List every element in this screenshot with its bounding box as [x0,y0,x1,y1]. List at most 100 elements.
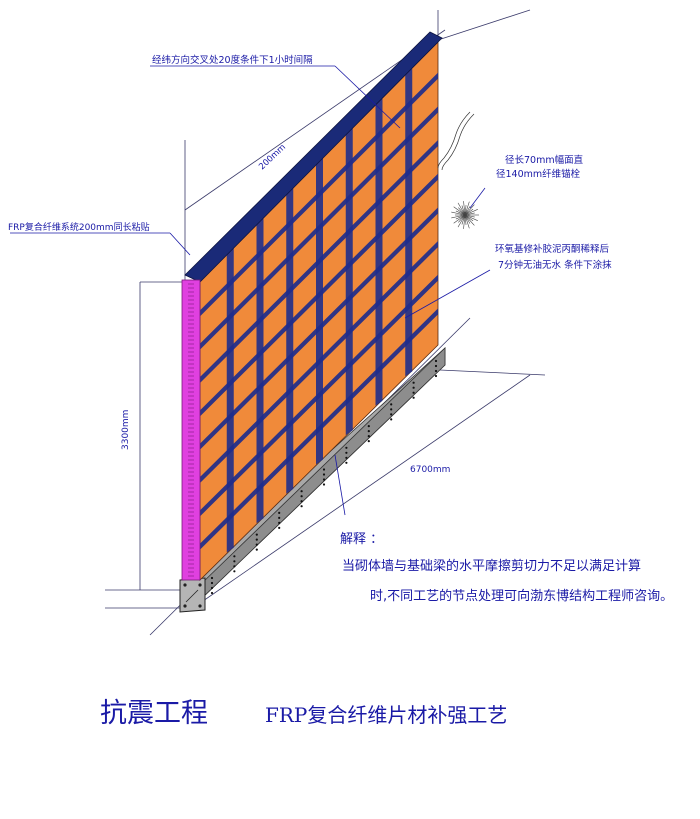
horizontal-frp-strip [200,241,438,483]
anchor-bolt-dot [300,500,303,503]
anchor-bolt-dot [434,364,438,368]
fiber-strand [461,214,466,225]
weave-cross-label: 经纬方向交叉处20度条件下1小时间隔 [152,54,313,66]
fiber-strand [464,214,467,225]
anchor-bolt-dot [345,451,348,454]
anchor-bolt-dot [210,576,214,580]
fiber-strand [464,214,475,218]
anchor-bolt-dot [390,418,393,421]
horizontal-frp-strip [200,308,438,550]
leader-lines [10,65,491,516]
fiber-strand [464,205,467,216]
anchor-fiber-burst-icon [451,201,479,229]
anchor-bolt-dot [255,538,258,541]
anchor-bolt-dot [233,565,236,568]
anchor-bolt-dot [300,490,303,493]
anchor-bolt-dot [412,381,415,384]
beam-end-rebar [183,583,202,608]
fiber-strand [464,214,475,226]
anchor-bolt-dot [278,511,281,514]
fiber-strand [464,208,474,216]
fiber-strand [464,214,478,221]
anchor-bolt-dot [278,521,281,525]
anchor-bolt-dot [390,408,393,411]
fiber-strand [464,212,475,216]
wall-end-face [181,279,201,581]
fiber-strand [463,201,466,216]
fiber-strand [464,214,470,229]
anchor-bolt-dot [434,359,438,363]
anchor-bolt-dot [345,446,348,449]
anchor-bolt-dot [390,403,393,406]
fiber-strand [455,214,466,220]
fiber-strand [464,214,474,222]
fiber-strand [458,214,466,223]
fiber-strand [464,204,475,216]
vertical-frp-strips [226,68,413,553]
fiber-strand [451,211,466,216]
horizontal-frp-strip [200,106,438,350]
epoxy-spec-line2: 7分钟无油无水 条件下涂抹 [498,259,612,271]
anchor-bolt-dot [367,425,370,428]
fiber-strand [458,207,466,216]
height-dimension: 3300mm [121,410,131,450]
note-line1: 当砌体墙与基础梁的水平摩擦剪切力不足以满足计算 [342,558,641,574]
horizontal-frp-strip [200,140,438,383]
fiber-strand [464,214,471,224]
vertical-frp-strip [316,158,323,465]
anchor-bolt-dot [233,570,236,573]
anchor-bolt-dot [345,456,348,459]
drawing-subtitle: FRP复合纤维片材补强工艺 [265,703,507,727]
horizontal-frp-strip [200,173,438,417]
horizontal-frp-strips [200,72,438,550]
fiber-strand [464,209,478,216]
anchor-bolt-dot [412,391,415,394]
fiber-strand [455,210,466,216]
anchor-bolt-dot [255,548,258,551]
anchor-bolt-dot [367,435,370,438]
anchor-bolt-dot [322,468,326,471]
frp-system-label: FRP复合纤维系统200mm同长粘贴 [8,221,150,233]
fiber-strand [453,206,466,216]
fiber-strand [453,214,466,224]
horizontal-frp-strip [200,207,438,450]
vertical-frp-strip [286,187,294,494]
anchor-bolt-dot [412,386,415,389]
note-heading: 解释 ： [340,532,383,547]
anchor-bolt-dot [233,555,236,558]
anchor-spec-line2: 径140mm纤维锚栓 [496,168,581,180]
fiber-strand [457,214,466,228]
anchor-bolt-dot [345,461,348,464]
foundation-beam [179,347,446,613]
fiber-strand [464,201,470,216]
anchor-bolt-dot [255,533,258,536]
vertical-frp-strip [375,98,383,406]
anchor-bolt-dot [390,413,393,416]
anchor-bolt-dot [210,581,214,585]
anchor-bolt-dot [233,560,236,563]
anchor-bolt-dot [367,440,370,443]
anchor-bolt-dot [322,483,326,486]
anchor-bolt-dot [322,473,326,476]
epoxy-spec-line1: 环氧基修补胶泥丙酮稀释后 [495,243,610,255]
vertical-frp-strip [226,247,234,553]
anchor-bolt-dot [367,430,370,433]
anchor-bolt-dot [255,543,258,546]
note-line2: 时,不同工艺的节点处理可向渤东博结构工程师咨询。 [370,588,673,604]
wall-end-tick-marks [188,283,194,577]
base-anchor-bolts [210,359,438,595]
vertical-frp-strip [405,68,413,377]
vertical-frp-strip [256,217,264,524]
vertical-frp-strip [345,128,353,436]
fiber-strand [461,205,466,216]
anchor-bolt-dot [300,495,303,498]
fiber-strand [464,206,471,216]
drawing-title: 抗震工程 [100,698,208,729]
horizontal-frp-strip [200,72,438,317]
anchor-bolt-dot [434,369,438,373]
anchor-bolt-dot [278,526,281,530]
anchor-bolt-dot [300,505,303,508]
anchor-bolt-dot [210,586,214,590]
anchor-bolt-dot [412,396,415,399]
fiber-strand [451,214,466,219]
